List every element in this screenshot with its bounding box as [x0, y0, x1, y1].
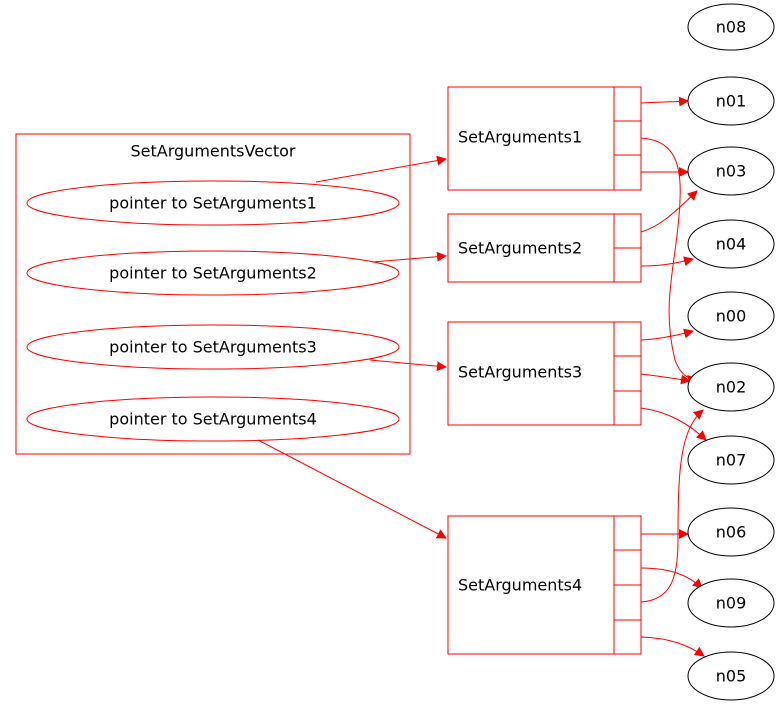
pointer-node-1: pointer to SetArguments1 — [26, 180, 400, 226]
edge-p2-sa2 — [371, 251, 447, 263]
node-n05: n05 — [687, 651, 775, 701]
edge-p3-sa3 — [369, 359, 447, 372]
pointer-label: pointer to SetArguments3 — [109, 338, 317, 357]
edge-sa3-n07 — [640, 407, 707, 441]
node-ellipse — [687, 291, 775, 341]
node-ellipse — [687, 651, 775, 701]
pointer-ellipse — [26, 396, 400, 442]
pointer-node-2: pointer to SetArguments2 — [26, 250, 400, 296]
node-ellipse — [687, 76, 775, 126]
record-setarguments4: SetArguments4 — [447, 515, 642, 655]
pointer-ellipse — [26, 250, 400, 296]
cluster-label: SetArgumentsVector — [131, 142, 296, 161]
node-n02: n02 — [687, 362, 775, 412]
edge-sa2-n03 — [640, 190, 698, 233]
edge-sa2-n04 — [640, 256, 694, 267]
node-n07: n07 — [687, 435, 775, 485]
node-n04: n04 — [687, 219, 775, 269]
node-label: n07 — [716, 451, 747, 470]
edge-sa4-n02 — [640, 409, 704, 603]
node-n03: n03 — [687, 146, 775, 196]
node-label: n02 — [716, 378, 747, 397]
node-ellipse — [687, 3, 775, 51]
pointer-ellipse — [26, 324, 400, 370]
node-ellipse — [687, 507, 775, 557]
record-setarguments3: SetArguments3 — [447, 321, 642, 426]
node-ellipse — [687, 219, 775, 269]
edge-p4-sa4 — [257, 439, 447, 539]
record-box — [447, 321, 642, 426]
node-ellipse — [687, 578, 775, 628]
edge-sa1-n02 — [640, 137, 698, 385]
node-label: n09 — [716, 594, 747, 613]
edge-sa3-n02 — [640, 373, 691, 385]
pointer-label: pointer to SetArguments4 — [109, 410, 317, 429]
node-n08: n08 — [687, 3, 775, 51]
node-ellipse — [687, 362, 775, 412]
edge-sa1-n01 — [640, 96, 689, 107]
node-ellipse — [687, 146, 775, 196]
pointer-label: pointer to SetArguments1 — [109, 194, 317, 213]
node-label: n06 — [716, 523, 747, 542]
node-label: n04 — [716, 235, 747, 254]
node-n01: n01 — [687, 76, 775, 126]
node-n06: n06 — [687, 507, 775, 557]
node-label: n05 — [716, 667, 747, 686]
record-label: SetArguments3 — [458, 363, 582, 382]
node-label: n03 — [716, 162, 747, 181]
record-setarguments2: SetArguments2 — [447, 213, 642, 283]
node-label: n01 — [716, 92, 747, 111]
edge-sa4-n09 — [640, 567, 703, 589]
record-label: SetArguments4 — [458, 576, 582, 595]
edge-p1-sa1 — [315, 155, 447, 183]
edge-sa4-n05 — [640, 636, 705, 657]
node-n09: n09 — [687, 578, 775, 628]
leaf-nodes: n08 n01 n03 n04 n00 n02 n07 n06 — [687, 3, 775, 701]
node-label: n08 — [716, 18, 747, 37]
pointer-node-3: pointer to SetArguments3 — [26, 324, 400, 370]
cluster-setargumentsvector: SetArgumentsVector pointer to SetArgumen… — [15, 133, 411, 455]
node-n00: n00 — [687, 291, 775, 341]
pointer-node-4: pointer to SetArguments4 — [26, 396, 400, 442]
edge-sa3-n00 — [640, 328, 694, 341]
cluster-box — [15, 133, 411, 455]
pointer-label: pointer to SetArguments2 — [109, 264, 317, 283]
node-ellipse — [687, 435, 775, 485]
record-label: SetArguments1 — [458, 128, 582, 147]
record-setarguments1: SetArguments1 — [447, 86, 642, 191]
node-label: n00 — [716, 307, 747, 326]
record-label: SetArguments2 — [458, 239, 582, 258]
edges — [257, 96, 707, 657]
pointer-ellipse — [26, 180, 400, 226]
